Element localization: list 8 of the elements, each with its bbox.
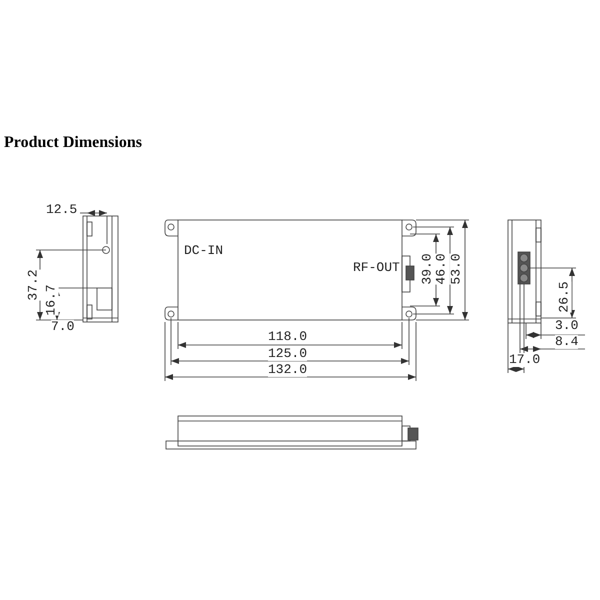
dimension-value: 8.4 xyxy=(555,335,578,349)
section-heading: Product Dimensions xyxy=(4,134,142,152)
dimension-value: 17.0 xyxy=(509,353,540,367)
dimension-value: 37.2 xyxy=(26,269,41,301)
dimension-value: 132.0 xyxy=(268,363,308,377)
dimension-value: 125.0 xyxy=(268,347,308,361)
dimension-value: 26.5 xyxy=(558,281,572,313)
dimension-value: 16.7 xyxy=(44,284,59,316)
